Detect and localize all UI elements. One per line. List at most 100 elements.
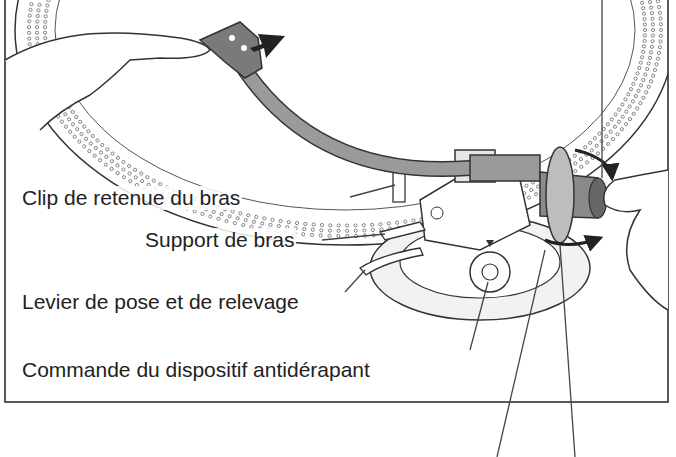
strobe-dot — [643, 39, 646, 42]
knob-index — [486, 240, 494, 247]
strobe-dot — [83, 125, 86, 128]
left-hand — [5, 33, 210, 130]
strobe-dot — [648, 0, 651, 3]
strobe-dot — [380, 228, 383, 231]
strobe-dot — [233, 222, 236, 225]
strobe-dot — [45, 9, 48, 12]
strobe-dot — [644, 73, 647, 76]
strobe-dot — [320, 223, 323, 226]
strobe-dot — [645, 91, 648, 94]
strobe-dot — [99, 159, 102, 162]
strobe-dot — [656, 0, 659, 3]
headshell-hole — [229, 35, 235, 41]
strobe-dot — [44, 15, 47, 18]
strobe-dot — [239, 212, 242, 215]
strobe-dot — [642, 78, 645, 81]
strobe-dot — [38, 3, 41, 6]
strobe-dot — [263, 217, 266, 220]
strobe-dot — [255, 215, 258, 218]
strobe-dot — [269, 223, 272, 226]
strobe-dot — [28, 14, 31, 17]
strobe-dot — [579, 157, 582, 160]
strobe-dot — [28, 37, 31, 40]
strobe-dot — [111, 152, 114, 155]
strobe-dot — [71, 110, 74, 113]
strobe-dot — [629, 88, 632, 91]
strobe-dot — [128, 172, 131, 175]
strobe-dot — [43, 31, 46, 34]
strobe-dot — [320, 229, 323, 232]
strobe-dot — [614, 113, 617, 116]
strobe-dot — [363, 229, 366, 232]
strobe-dot — [657, 51, 660, 54]
anti-skating-knob — [470, 252, 510, 292]
strobe-dot — [643, 34, 646, 37]
strobe-dot — [129, 180, 132, 183]
strobe-dot — [642, 96, 645, 99]
strobe-dot — [105, 155, 108, 158]
strobe-dot — [589, 141, 592, 144]
strobe-dot — [346, 229, 349, 232]
strobe-dot — [659, 28, 662, 31]
strobe-dot — [231, 210, 234, 213]
strobe-dot — [27, 26, 30, 29]
strobe-dot — [621, 115, 624, 118]
strobe-dot — [379, 223, 382, 226]
strobe-dot — [228, 215, 231, 218]
strobe-dot — [656, 57, 659, 60]
strobe-dot — [91, 134, 94, 137]
strobe-dot — [640, 1, 643, 4]
strobe-dot — [649, 51, 652, 54]
strobe-dot — [43, 26, 46, 29]
strobe-dot — [655, 63, 658, 66]
strobe-dot — [648, 56, 651, 59]
right-hand — [604, 170, 668, 310]
strobe-dot — [35, 31, 38, 34]
strobe-dot — [642, 7, 645, 10]
strobe-dot — [634, 94, 637, 97]
strobe-dot — [617, 120, 620, 123]
strobe-dot — [649, 6, 652, 9]
strobe-dot — [387, 222, 390, 225]
strobe-dot — [242, 223, 245, 226]
strobe-dot — [651, 23, 654, 26]
strobe-dot — [652, 74, 655, 77]
strobe-dot — [657, 5, 660, 8]
strobe-dot — [658, 11, 661, 14]
strobe-dot — [116, 172, 119, 175]
strobe-dot — [337, 234, 340, 237]
frame — [5, 0, 668, 402]
strobe-dot — [35, 26, 38, 29]
leader-line — [560, 245, 575, 457]
strobe-dot — [632, 112, 635, 115]
leader-line — [470, 282, 488, 350]
strobe-dot — [595, 144, 598, 147]
strobe-dot — [659, 34, 662, 37]
strobe-dot — [362, 224, 365, 227]
strobe-dot — [371, 228, 374, 231]
strobe-dot — [88, 150, 91, 153]
strobe-dot — [598, 132, 601, 135]
arm-rest — [380, 222, 425, 240]
strobe-dot — [217, 217, 220, 220]
strobe-dot — [236, 217, 239, 220]
strobe-dot — [605, 135, 608, 138]
arm-rear — [470, 155, 540, 181]
strobe-dot — [71, 123, 74, 126]
strobe-dot — [271, 218, 274, 221]
strobe-dot — [28, 43, 31, 46]
strobe-dot — [312, 223, 315, 226]
strobe-dot — [636, 72, 639, 75]
strobe-dot — [193, 210, 196, 213]
leader-line — [350, 185, 395, 197]
strobe-dot — [640, 56, 643, 59]
strobe-dot — [44, 37, 47, 40]
strobe-dot — [328, 229, 331, 232]
strobe-dot — [651, 28, 654, 31]
strobe-dot — [643, 23, 646, 26]
strobe-dot — [651, 17, 654, 20]
strobe-dot — [616, 133, 619, 136]
rotation-arrow — [575, 150, 612, 178]
strobe-dot — [252, 220, 255, 223]
strobe-dot — [639, 61, 642, 64]
